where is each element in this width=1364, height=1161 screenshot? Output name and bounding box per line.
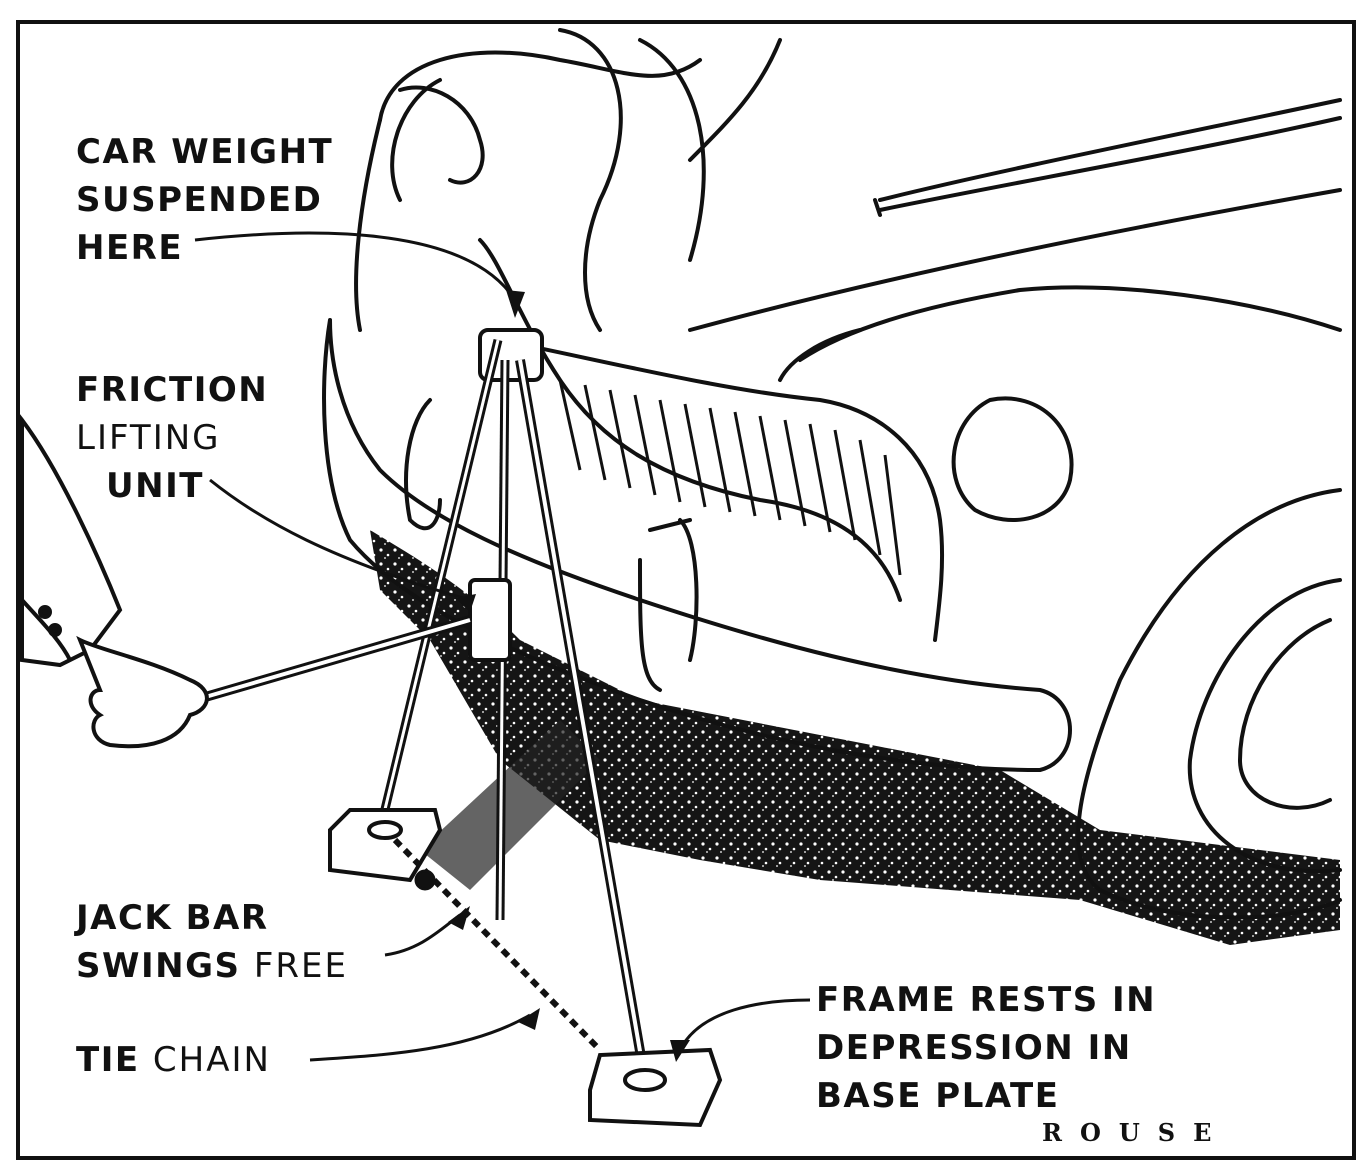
friction-line1: FRICTION: [76, 366, 268, 414]
friction-unit: [470, 580, 510, 660]
jack-bar-swings: SWINGS: [76, 946, 241, 986]
frame-rests-line1: FRAME RESTS IN: [816, 976, 1156, 1024]
jack-bar-free: FREE: [254, 946, 348, 986]
label-jack-bar: JACK BAR SWINGS FREE: [76, 894, 348, 990]
car-weight-line3: HERE: [76, 224, 333, 272]
tie-chain-light: CHAIN: [153, 1040, 271, 1080]
label-friction-unit: FRICTION LIFTING UNIT: [76, 366, 268, 510]
label-frame-rests: FRAME RESTS IN DEPRESSION IN BASE PLATE: [816, 976, 1156, 1120]
label-tie-chain: TIE CHAIN: [76, 1036, 271, 1084]
jack-bar-line2: SWINGS FREE: [76, 942, 348, 990]
artist-signature: ROUSE: [1042, 1118, 1229, 1147]
tie-chain-bold: TIE: [76, 1040, 140, 1080]
friction-line3: UNIT: [76, 462, 268, 510]
frame-rests-line2: DEPRESSION IN: [816, 1024, 1156, 1072]
jack-bar-line1: JACK BAR: [76, 894, 348, 942]
frame-rests-line3: BASE PLATE: [816, 1072, 1156, 1120]
car-weight-line1: CAR WEIGHT: [76, 128, 333, 176]
car-weight-line2: SUSPENDED: [76, 176, 333, 224]
label-car-weight: CAR WEIGHT SUSPENDED HERE: [76, 128, 333, 272]
friction-line2: LIFTING: [76, 414, 268, 462]
